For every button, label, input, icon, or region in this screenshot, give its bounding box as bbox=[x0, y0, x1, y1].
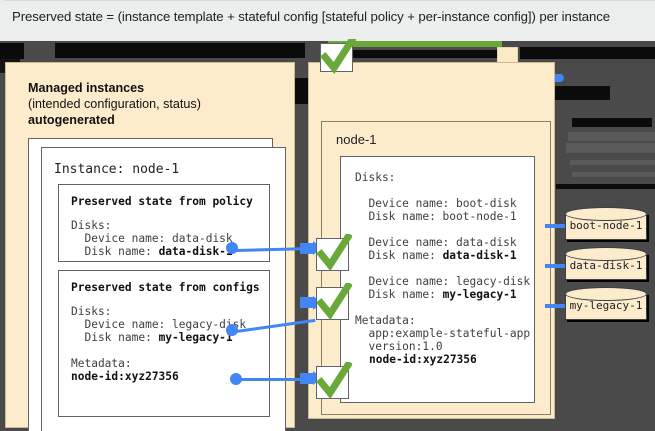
policy-disk-name-value: data-disk-1 bbox=[158, 245, 233, 258]
check-data-disk bbox=[316, 234, 352, 271]
connector-line-metadata bbox=[240, 378, 306, 381]
data-disk-name: Disk name: data-disk-1 bbox=[355, 249, 517, 262]
redacted-block bbox=[55, 43, 305, 58]
redacted-band bbox=[568, 132, 655, 141]
instance-card-front: Instance: node-1 Preserved state from po… bbox=[41, 147, 286, 431]
node-metadata-version: version:1.0 bbox=[355, 340, 443, 353]
redacted-band bbox=[570, 160, 655, 165]
boot-device-name: Device name: boot-disk bbox=[355, 197, 517, 210]
disk-boot-node-1: boot-node-1 bbox=[565, 207, 647, 241]
configs-heading: Preserved state from configs bbox=[71, 281, 260, 294]
disk-label: data-disk-1 bbox=[569, 259, 643, 272]
disk-top bbox=[565, 287, 647, 301]
connector-origin-dot bbox=[226, 242, 238, 254]
check-metadata bbox=[316, 362, 352, 399]
connector-stub bbox=[300, 243, 314, 254]
managed-instances-subtitle: (intended configuration, status) bbox=[28, 97, 201, 111]
configs-device-name: Device name: legacy-disk bbox=[71, 318, 247, 331]
check-legacy-disk bbox=[316, 283, 352, 320]
connector-origin-dot bbox=[226, 324, 238, 336]
redacted-band bbox=[566, 143, 655, 153]
legacy-device-name: Device name: legacy-disk bbox=[355, 275, 531, 288]
policy-heading: Preserved state from policy bbox=[71, 195, 253, 208]
policy-device-name: Device name: data-disk bbox=[71, 232, 233, 245]
node-card: node-1 Disks: Device name: boot-disk Dis… bbox=[321, 121, 551, 415]
green-bar bbox=[328, 41, 502, 47]
policy-disks-label: Disks: bbox=[71, 219, 112, 232]
managed-instances-title: Managed instances bbox=[28, 81, 145, 95]
managed-instances-panel: Managed instances (intended configuratio… bbox=[5, 62, 295, 431]
check-icon bbox=[316, 283, 352, 320]
node-metadata-app: app:example-stateful-app bbox=[355, 327, 531, 340]
legacy-disk-name-prefix: Disk name: bbox=[355, 288, 443, 301]
connector-origin-dot bbox=[230, 373, 242, 385]
configs-disk-name-value: my-legacy-1 bbox=[158, 331, 233, 344]
disk-label: boot-node-1 bbox=[569, 219, 643, 232]
node-metadata-label: Metadata: bbox=[355, 314, 416, 327]
preserved-state-configs-box: Preserved state from configs Disks: Devi… bbox=[58, 270, 270, 417]
check-icon bbox=[320, 39, 356, 74]
configs-disk-name: Disk name: my-legacy-1 bbox=[71, 331, 233, 344]
instance-label: Instance: node-1 bbox=[54, 162, 180, 177]
disk-link-data bbox=[545, 264, 567, 268]
redacted-band bbox=[572, 172, 655, 177]
actual-instance-panel: node-1 Disks: Device name: boot-disk Dis… bbox=[308, 62, 555, 419]
autogenerated-label: autogenerated bbox=[28, 113, 115, 127]
node-metadata-nodeid: node-id:xyz27356 bbox=[369, 353, 477, 366]
header-rule bbox=[4, 0, 655, 1]
connector-stub bbox=[300, 373, 314, 384]
configs-disks-label: Disks: bbox=[71, 305, 112, 318]
legacy-disk-name: Disk name: my-legacy-1 bbox=[355, 288, 517, 301]
preserved-state-policy-box: Preserved state from policy Disks: Devic… bbox=[58, 184, 270, 262]
policy-disk-name-prefix: Disk name: bbox=[71, 245, 159, 258]
data-disk-name-prefix: Disk name: bbox=[355, 249, 443, 262]
data-disk-name-value: data-disk-1 bbox=[442, 249, 517, 262]
disk-my-legacy-1: my-legacy-1 bbox=[565, 287, 647, 321]
page-title: Preserved state = (instance template + s… bbox=[12, 9, 610, 24]
configs-metadata-value: node-id:xyz27356 bbox=[71, 370, 179, 383]
legacy-disk-name-value: my-legacy-1 bbox=[442, 288, 517, 301]
redacted-block bbox=[0, 43, 24, 59]
disk-top bbox=[565, 207, 647, 221]
disk-label: my-legacy-1 bbox=[569, 299, 643, 312]
header-bar: Preserved state = (instance template + s… bbox=[0, 0, 655, 41]
redacted-block bbox=[340, 50, 500, 58]
disk-data-disk-1: data-disk-1 bbox=[565, 247, 647, 281]
node-details-box: Disks: Device name: boot-disk Disk name:… bbox=[340, 156, 535, 403]
node-label: node-1 bbox=[336, 132, 377, 147]
redacted-block bbox=[520, 47, 655, 59]
boot-disk-name: Disk name: boot-node-1 bbox=[355, 210, 517, 223]
data-device-name: Device name: data-disk bbox=[355, 236, 517, 249]
check-icon bbox=[316, 362, 352, 399]
check-top-clipped bbox=[320, 39, 356, 74]
configs-disk-name-prefix: Disk name: bbox=[71, 331, 159, 344]
redacted-block bbox=[572, 118, 652, 127]
redacted-block bbox=[556, 184, 655, 189]
configs-metadata-label: Metadata: bbox=[71, 357, 132, 370]
policy-disk-name: Disk name: data-disk-1 bbox=[71, 245, 233, 258]
disk-link-boot bbox=[545, 224, 567, 228]
disk-link-legacy bbox=[545, 304, 567, 308]
check-icon bbox=[316, 234, 352, 271]
node-disks-label: Disks: bbox=[355, 171, 396, 184]
connector-stub bbox=[300, 297, 314, 308]
disk-top bbox=[565, 247, 647, 261]
